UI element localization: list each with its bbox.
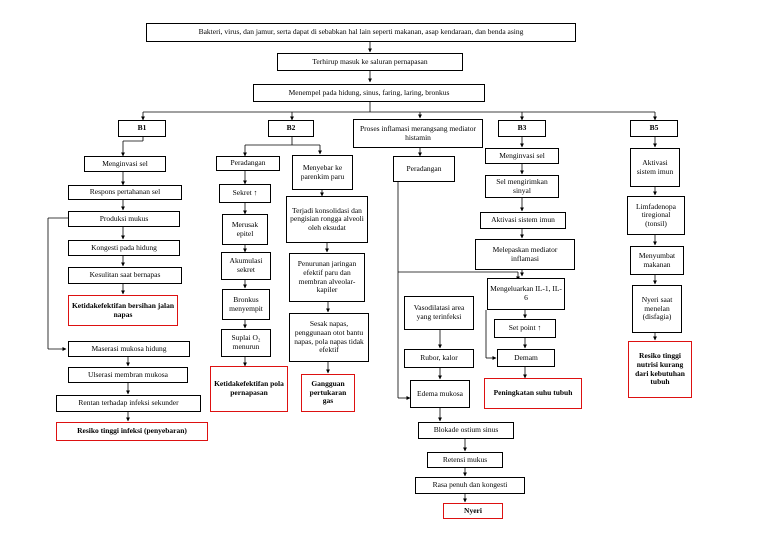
center-congestion: Rasa penuh dan kongesti [415, 477, 525, 494]
b2-spread-parenchyma: Menyebar ke parenkim paru [292, 155, 353, 190]
cause-box: Bakteri, virus, dan jamur, serta dapat d… [146, 23, 576, 42]
center-diagnosis-pain: Nyeri [443, 503, 503, 519]
b3-immune-activation: Aktivasi sistem imun [480, 212, 566, 229]
inhaled-box: Terhirup masuk ke saluran pernapasan [277, 53, 463, 71]
b1-defense-response: Respons pertahanan sel [68, 185, 182, 200]
b1-mucus-production: Produksi mukus [68, 211, 180, 227]
center-rubor-kalor: Rubor, kalor [404, 349, 474, 368]
b2-diagnosis-gas-exchange: Gangguan pertukaran gas [301, 374, 355, 412]
b3-invade-cell: Menginvasi sel [485, 148, 559, 164]
histamine-box: Proses inflamasi merangsang mediator his… [353, 119, 483, 148]
branch-b5: B5 [630, 120, 678, 137]
branch-b2: B2 [268, 120, 314, 137]
b1-diagnosis-airway: Ketidakefektifan bersihan jalan napas [68, 295, 178, 326]
b3-set-point: Set point ↑ [494, 319, 556, 338]
center-sinus-blockade: Blokade ostium sinus [418, 422, 514, 439]
center-inflammation: Peradangan [393, 156, 455, 182]
b2-reduced-lung-tissue: Penurunan jaringan efektif paru dan memb… [289, 253, 365, 302]
center-vasodilation: Vasodilatasi area yang terinfeksi [404, 296, 474, 330]
center-mucus-retention: Retensi mukus [427, 452, 503, 468]
b2-inflammation: Peradangan [216, 156, 280, 171]
b5-immune-activation: Aktivasi sistem imun [630, 148, 680, 187]
center-mucosal-edema: Edema mukosa [410, 380, 470, 408]
b5-diagnosis-nutrition: Resiko tinggi nutrisi kurang dari kebutu… [628, 341, 692, 398]
b3-il-release: Mengeluarkan IL-1, IL-6 [487, 278, 565, 310]
b3-diagnosis-temperature: Peningkatan suhu tubuh [484, 378, 582, 409]
b2-shortness-breath: Sesak napas, penggunaan otot bantu napas… [289, 313, 369, 362]
b1-diagnosis-infection: Resiko tinggi infeksi (penyebaran) [56, 422, 208, 441]
b5-lymphadenopathy: Limfadenopa tiregional (tonsil) [627, 196, 685, 235]
b3-inflammatory-mediator: Melepaskan mediator inflamasi [475, 239, 575, 270]
b1-secondary-infection: Rentan terhadap infeksi sekunder [56, 395, 201, 412]
b1-breathing-difficulty: Kesulitan saat bernapas [68, 267, 182, 284]
b3-send-signal: Sel mengirimkan sinyal [485, 175, 559, 198]
branch-b1: B1 [118, 120, 166, 137]
b5-swallow-pain: Nyeri saat menelan (disfagia) [632, 285, 682, 333]
b1-ulceration: Ulserasi membran mukosa [68, 367, 188, 383]
b2-oxygen-decrease: Suplai O₂ menurun [221, 329, 271, 357]
b2-consolidation: Terjadi konsolidasi dan pengisian rongga… [286, 196, 368, 243]
b5-block-food: Menyumbat makanan [630, 246, 684, 275]
branch-b3: B3 [498, 120, 546, 137]
b2-damage-epithelium: Merusak epitel [222, 214, 268, 245]
b1-invade-cell: Menginvasi sel [84, 156, 166, 172]
attach-box: Menempel pada hidung, sinus, faring, lar… [253, 84, 485, 102]
b2-secretion-accumulation: Akumulasi sekret [221, 252, 271, 280]
b3-fever: Demam [497, 349, 555, 367]
b2-secretion: Sekret ↑ [219, 184, 271, 203]
b2-diagnosis-breathing-pattern: Ketidakefektifan pola pernapasan [210, 366, 288, 412]
b1-maceration: Maserasi mukosa hidung [68, 341, 190, 357]
b2-bronchus-narrow: Bronkus menyempit [222, 289, 270, 320]
b1-nasal-congestion: Kongesti pada hidung [68, 240, 180, 256]
